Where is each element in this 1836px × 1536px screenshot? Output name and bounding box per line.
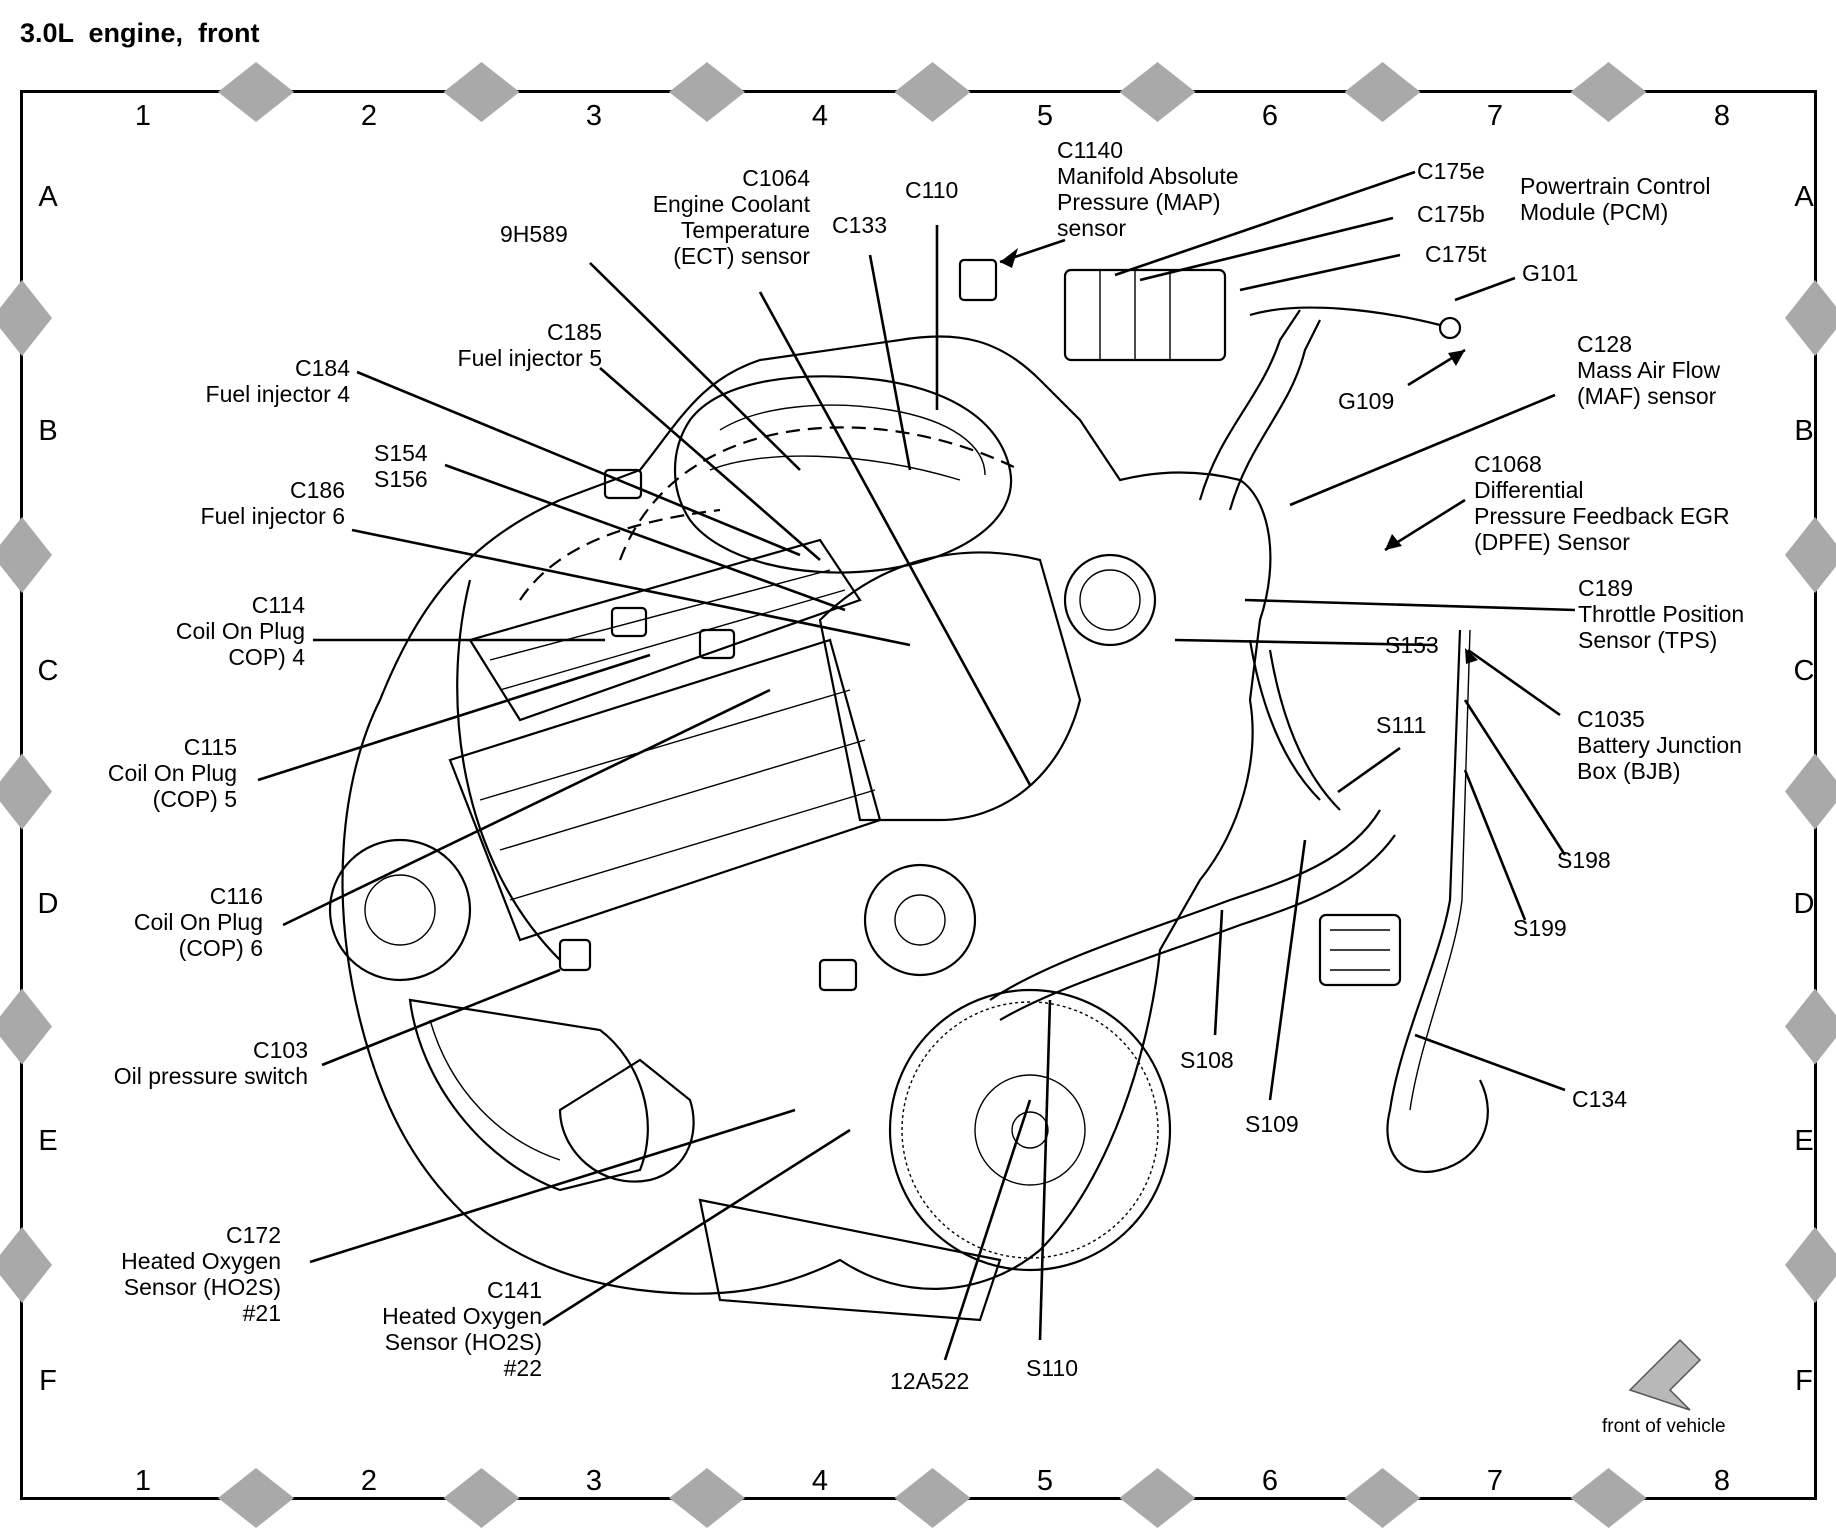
callout-c133: C133: [832, 212, 887, 238]
row-label-right-C: C: [1794, 655, 1815, 687]
callout-s198: S198: [1557, 847, 1611, 873]
grid-marker-right: [1785, 517, 1836, 593]
callout-s108: S108: [1180, 1047, 1234, 1073]
column-label-bottom-4: 4: [812, 1465, 828, 1497]
row-labels-left: A B C D E F: [38, 181, 59, 1397]
grid-marker-top: [1119, 62, 1196, 122]
column-label-4: 4: [812, 100, 828, 132]
grid-marker-bottom: [1570, 1468, 1647, 1528]
column-labels-top: 1 2 3 4 5 6 7 8: [135, 100, 1730, 132]
grid-markers: [0, 62, 1836, 1528]
column-label-6: 6: [1262, 100, 1278, 132]
callout-g109: G109: [1338, 388, 1394, 414]
column-labels-bottom: 1 2 3 4 5 6 7 8: [135, 1465, 1730, 1497]
column-label-bottom-8: 8: [1714, 1465, 1730, 1497]
row-labels-right: A B C D E F: [1794, 181, 1815, 1397]
column-label-bottom-2: 2: [361, 1465, 377, 1497]
grid-marker-bottom: [218, 1468, 294, 1528]
grid-marker-bottom: [1344, 1468, 1421, 1528]
grid-marker-left: [0, 753, 52, 830]
leader-arrows: [1000, 248, 1478, 664]
row-label-B: B: [38, 415, 57, 447]
column-label-8: 8: [1714, 100, 1730, 132]
grid-marker-right: [1785, 753, 1836, 830]
callout-12a522: 12A522: [890, 1368, 969, 1394]
grid-marker-top: [669, 62, 745, 122]
column-label-1: 1: [135, 100, 151, 132]
callout-s153: S153: [1385, 632, 1439, 658]
grid-marker-left: [0, 517, 52, 593]
grid-marker-top: [443, 62, 520, 122]
grid-marker-left: [0, 988, 52, 1065]
row-label-E: E: [38, 1125, 57, 1157]
callout-c175b: C175b: [1417, 201, 1485, 227]
callout-g101: G101: [1522, 260, 1578, 286]
row-label-C: C: [38, 655, 59, 687]
column-label-bottom-7: 7: [1487, 1465, 1503, 1497]
column-label-bottom-6: 6: [1262, 1465, 1278, 1497]
grid-marker-top: [218, 62, 294, 122]
row-label-right-F: F: [1795, 1365, 1813, 1397]
row-label-right-A: A: [1794, 181, 1814, 213]
grid-marker-bottom: [894, 1468, 971, 1528]
column-label-bottom-3: 3: [586, 1465, 602, 1497]
column-label-2: 2: [361, 100, 377, 132]
engine-illustration: [328, 258, 1489, 1322]
row-label-right-D: D: [1794, 888, 1815, 920]
callout-s109: S109: [1245, 1111, 1299, 1137]
callout-s199: S199: [1513, 915, 1567, 941]
grid-marker-right: [1785, 280, 1836, 356]
grid-marker-bottom: [669, 1468, 745, 1528]
callout-9h589: 9H589: [500, 221, 568, 247]
callout-c110: C110: [905, 177, 958, 203]
callout-s110: S110: [1026, 1355, 1078, 1381]
row-label-right-B: B: [1794, 415, 1813, 447]
callout-c134: C134: [1572, 1086, 1627, 1112]
grid-marker-bottom: [1119, 1468, 1196, 1528]
callout-c175e: C175e: [1417, 158, 1485, 184]
row-label-A: A: [38, 181, 58, 213]
grid-marker-top: [894, 62, 971, 122]
column-label-bottom-1: 1: [135, 1465, 151, 1497]
grid-marker-left: [0, 1227, 52, 1303]
grid-marker-left: [0, 280, 52, 356]
column-label-7: 7: [1487, 100, 1503, 132]
grid-marker-bottom: [443, 1468, 520, 1528]
callout-s111: S111: [1376, 712, 1426, 738]
row-label-F: F: [39, 1365, 57, 1397]
grid-marker-right: [1785, 1227, 1836, 1303]
front-of-vehicle-label: front of vehicle: [1602, 1416, 1726, 1437]
row-label-right-E: E: [1794, 1125, 1813, 1157]
row-label-D: D: [38, 888, 59, 920]
grid-marker-top: [1344, 62, 1421, 122]
page-title: 3.0L engine, front: [20, 18, 260, 48]
column-label-3: 3: [586, 100, 602, 132]
leader-lines: [257, 170, 1576, 1361]
column-label-bottom-5: 5: [1037, 1465, 1053, 1497]
grid-marker-top: [1570, 62, 1647, 122]
front-of-vehicle-arrow-icon: [1628, 1338, 1702, 1411]
grid-marker-right: [1785, 988, 1836, 1065]
column-label-5: 5: [1037, 100, 1053, 132]
callout-c175t: C175t: [1425, 241, 1487, 267]
